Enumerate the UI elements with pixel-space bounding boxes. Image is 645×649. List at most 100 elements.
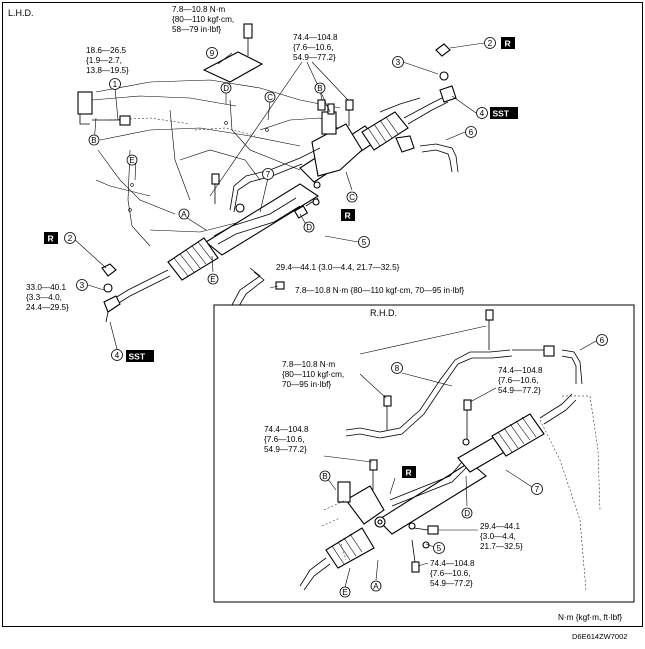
replace-tag: R	[501, 37, 515, 49]
callout-7: 7	[262, 168, 274, 180]
svg-text:18.6—26.5: 18.6—26.5	[86, 46, 127, 55]
svg-text:54.9—77.2}: 54.9—77.2}	[430, 579, 473, 588]
callout-7: 7	[531, 483, 543, 495]
callout-9: 9	[206, 47, 218, 59]
svg-text:{3.0—4.4,: {3.0—4.4,	[480, 532, 516, 541]
lhd-leaders	[72, 42, 485, 350]
svg-text:R: R	[406, 468, 412, 478]
svg-text:24.4—29.5}: 24.4—29.5}	[26, 303, 69, 312]
replace-tag: R	[44, 232, 58, 244]
svg-text:70—95 in·lbf}: 70—95 in·lbf}	[282, 380, 331, 389]
svg-text:{80—110 kgf·cm,: {80—110 kgf·cm,	[282, 370, 344, 379]
svg-text:SST: SST	[129, 352, 146, 362]
svg-text:21.7—32.5}: 21.7—32.5}	[480, 542, 523, 551]
callout-3: 3	[392, 56, 404, 68]
letter-a: A	[370, 580, 382, 592]
letter-e: E	[207, 273, 219, 285]
svg-text:29.4—44.1 {3.0—4.4, 21.7—32.5}: 29.4—44.1 {3.0—4.4, 21.7—32.5}	[276, 263, 400, 272]
svg-text:B: B	[317, 84, 322, 93]
svg-text:74.4—104.8: 74.4—104.8	[498, 366, 543, 375]
letter-b: B	[319, 470, 331, 482]
callout-4: 4	[111, 349, 123, 361]
svg-text:A: A	[181, 210, 187, 219]
svg-text:E: E	[210, 275, 215, 284]
svg-text:D: D	[223, 84, 229, 93]
svg-text:SST: SST	[493, 109, 510, 119]
sst-tag: SST	[490, 107, 518, 119]
svg-text:7.8—10.8 N·m {80—110 kgf·cm, 7: 7.8—10.8 N·m {80—110 kgf·cm, 70—95 in·lb…	[295, 286, 464, 295]
svg-text:R: R	[48, 234, 54, 244]
units-note: N·m {kgf·m, ft·lbf}	[558, 613, 622, 622]
torque-spec: 74.4—104.8 {7.6—10.6, 54.9—77.2}	[293, 33, 338, 62]
svg-text:{7.6—10.6,: {7.6—10.6,	[498, 376, 539, 385]
svg-text:2: 2	[488, 39, 493, 48]
svg-text:74.4—104.8: 74.4—104.8	[264, 425, 309, 434]
letter-d: D	[461, 507, 473, 519]
svg-text:2: 2	[68, 234, 73, 243]
svg-text:74.4—104.8: 74.4—104.8	[293, 33, 338, 42]
svg-text:33.0—40.1: 33.0—40.1	[26, 283, 67, 292]
svg-text:E: E	[342, 588, 347, 597]
svg-text:4: 4	[115, 351, 120, 360]
svg-text:5: 5	[437, 544, 442, 553]
svg-text:R: R	[345, 211, 351, 221]
svg-text:7: 7	[266, 170, 271, 179]
callout-5: 5	[433, 542, 445, 554]
svg-text:54.9—77.2}: 54.9—77.2}	[264, 445, 307, 454]
svg-text:E: E	[129, 156, 134, 165]
svg-text:B: B	[322, 472, 327, 481]
svg-text:C: C	[267, 93, 273, 102]
callout-4: 4	[476, 107, 488, 119]
svg-text:13.8—19.5}: 13.8—19.5}	[86, 66, 129, 75]
torque-spec: 74.4—104.8 {7.6—10.6, 54.9—77.2}	[498, 366, 543, 395]
callout-6: 6	[596, 334, 608, 346]
callout-2: 2	[64, 232, 76, 244]
svg-text:3: 3	[396, 58, 401, 67]
torque-spec: 7.8—10.8 N·m {80—110 kgf·cm, 58—79 in·lb…	[172, 5, 234, 34]
letter-b: B	[314, 82, 326, 94]
svg-text:5: 5	[362, 238, 367, 247]
svg-text:4: 4	[480, 109, 485, 118]
figure-code: D6E614ZW7002	[572, 632, 627, 641]
svg-text:3: 3	[80, 281, 85, 290]
callout-5: 5	[358, 236, 370, 248]
replace-tag: R	[341, 209, 355, 221]
svg-text:6: 6	[600, 336, 605, 345]
svg-text:7.8—10.8 N·m: 7.8—10.8 N·m	[172, 5, 225, 14]
letter-e: E	[126, 154, 138, 166]
letter-e: E	[339, 586, 351, 598]
callout-8: 8	[391, 362, 403, 374]
rhd-inset-box	[213, 304, 635, 603]
svg-text:54.9—77.2}: 54.9—77.2}	[293, 53, 336, 62]
callout-6: 6	[465, 126, 477, 138]
svg-text:9: 9	[210, 49, 215, 58]
svg-text:B: B	[91, 136, 96, 145]
rhd-gear-assembly	[299, 309, 601, 591]
torque-spec: 29.4—44.1 {3.0—4.4, 21.7—32.5}	[480, 522, 523, 551]
svg-text:{7.6—10.6,: {7.6—10.6,	[264, 435, 305, 444]
torque-spec: 74.4—104.8 {7.6—10.6, 54.9—77.2}	[264, 425, 309, 454]
torque-spec: 7.8—10.8 N·m {80—110 kgf·cm, 70—95 in·lb…	[295, 286, 464, 295]
replace-tag: R	[402, 466, 416, 478]
svg-text:{3.3—4.0,: {3.3—4.0,	[26, 293, 62, 302]
lhd-gear-assembly	[77, 23, 459, 335]
svg-text:74.4—104.8: 74.4—104.8	[430, 559, 475, 568]
lhd-label: L.H.D.	[8, 8, 34, 18]
svg-text:R: R	[505, 39, 511, 49]
letter-a: A	[178, 208, 190, 220]
svg-text:54.9—77.2}: 54.9—77.2}	[498, 386, 541, 395]
svg-text:6: 6	[469, 128, 474, 137]
letter-c: C	[346, 191, 358, 203]
svg-text:A: A	[373, 582, 379, 591]
callout-1: 1	[109, 78, 121, 90]
svg-text:C: C	[349, 193, 355, 202]
letter-b: B	[88, 134, 100, 146]
torque-spec: 7.8—10.8 N·m {80—110 kgf·cm, 70—95 in·lb…	[282, 360, 344, 389]
torque-spec: 29.4—44.1 {3.0—4.4, 21.7—32.5}	[276, 263, 400, 272]
callout-2: 2	[484, 37, 496, 49]
svg-text:{7.6—10.6,: {7.6—10.6,	[430, 569, 471, 578]
diagram-frame	[2, 2, 643, 627]
svg-text:D: D	[464, 509, 470, 518]
letter-c: C	[264, 91, 276, 103]
svg-text:7.8—10.8 N·m: 7.8—10.8 N·m	[282, 360, 335, 369]
